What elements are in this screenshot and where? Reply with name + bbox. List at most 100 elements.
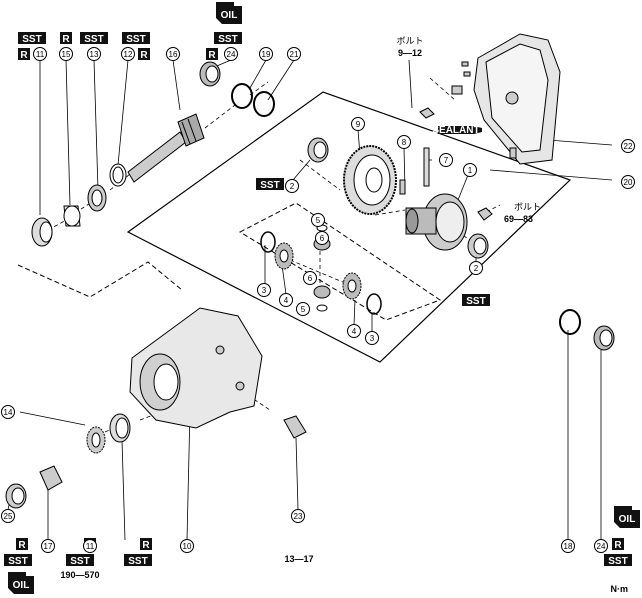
callout-circle (180, 539, 194, 553)
torque-value-plug: 190—570 (60, 570, 99, 580)
bolt-label-right: ボルト (514, 202, 541, 213)
callout-circle (365, 331, 379, 345)
part-21-ring (253, 91, 275, 117)
oil-label: OIL (13, 580, 30, 591)
tag-sst: SST (604, 554, 632, 567)
tag-r: R (16, 538, 28, 551)
part-7-pinion-shaft (423, 147, 430, 187)
callout-10: 10 (180, 539, 194, 553)
svg-text:R: R (140, 50, 148, 61)
callout-number: 19 (262, 50, 271, 59)
callout-number: 4 (284, 296, 289, 305)
torque-value-upper: 9—12 (398, 48, 422, 58)
callout-1: 1 (463, 163, 477, 177)
tag-sst: SST (256, 178, 284, 191)
callout-number: 9 (356, 120, 361, 129)
callout-number: 23 (294, 512, 303, 521)
torque-unit: N·m (611, 584, 629, 594)
tag-r: R (138, 48, 150, 61)
callout-6: 6 (315, 231, 329, 245)
svg-text:R: R (142, 540, 150, 551)
callout-number: 10 (183, 542, 192, 551)
callout-circle (224, 47, 238, 61)
part-10-carrier-housing (129, 307, 263, 429)
svg-text:SST: SST (126, 34, 145, 45)
part-9-ring-gear (343, 145, 397, 215)
callout-8: 8 (397, 135, 411, 149)
callout-circle (296, 302, 310, 316)
callout-number: 22 (624, 142, 633, 151)
callout-24: 24 (594, 539, 608, 553)
part-3-thrust-washer-right (366, 293, 382, 315)
svg-text:R: R (208, 50, 216, 61)
part-11-outer-race (109, 413, 131, 443)
callout-number: 21 (290, 50, 299, 59)
callout-number: 6 (308, 274, 313, 283)
svg-text:SST: SST (8, 556, 27, 567)
oil-can-icon: OIL (8, 572, 34, 594)
callout-circle (561, 539, 575, 553)
callout-circle (621, 139, 635, 153)
callout-23: 23 (291, 509, 305, 523)
part-1-differential-case (405, 193, 468, 251)
callout-number: 24 (597, 542, 606, 551)
callout-circle (1, 405, 15, 419)
callout-16: 16 (166, 47, 180, 61)
callout-6: 6 (303, 271, 317, 285)
svg-text:SST: SST (218, 34, 237, 45)
callout-3: 3 (257, 283, 271, 297)
callout-number: 6 (320, 234, 325, 243)
svg-text:R: R (20, 50, 28, 61)
callout-number: 3 (370, 334, 375, 343)
part-24-oil-seal-right (593, 325, 615, 351)
sealant-tube-icon: SEALANT (432, 125, 482, 136)
callout-number: 8 (402, 138, 407, 147)
callout-25: 25 (1, 509, 15, 523)
callout-4: 4 (279, 293, 293, 307)
part-2-side-bearing (307, 137, 329, 163)
tag-sst: SST (18, 32, 46, 45)
part-11-bearing (31, 217, 53, 247)
torque-value-right: 69—83 (504, 214, 533, 224)
callout-circle (87, 47, 101, 61)
callout-circle (621, 175, 635, 189)
part-24-oil-seal (199, 61, 221, 87)
svg-text:SST: SST (70, 556, 89, 567)
callout-22: 22 (621, 139, 635, 153)
callout-18: 18 (561, 539, 575, 553)
callout-number: 14 (4, 408, 13, 417)
callout-24: 24 (224, 47, 238, 61)
tag-sst: SST (80, 32, 108, 45)
part-6-pinion-gear (313, 237, 331, 299)
callout-14: 14 (1, 405, 15, 419)
callout-circle (83, 539, 97, 553)
part-12-ring (109, 163, 127, 187)
pinion-gear-group-frame (238, 202, 442, 321)
svg-text:SST: SST (22, 34, 41, 45)
tag-sst: SST (462, 294, 490, 307)
svg-text:SST: SST (608, 556, 627, 567)
callout-21: 21 (287, 47, 301, 61)
tag-sst: SST (214, 32, 242, 45)
callout-number: 20 (624, 178, 633, 187)
callout-circle (397, 135, 411, 149)
svg-text:R: R (18, 540, 26, 551)
oil-can-icon: OIL (614, 506, 640, 528)
callout-3: 3 (365, 331, 379, 345)
cover-leader-line (489, 169, 613, 181)
callout-number: 15 (62, 50, 71, 59)
callout-circle (315, 231, 329, 245)
differential-assembly-frame (126, 91, 572, 363)
callout-20: 20 (621, 175, 635, 189)
tag-r: R (612, 538, 624, 551)
callout-7: 7 (439, 153, 453, 167)
callout-circle (1, 509, 15, 523)
part-18-shim (559, 309, 581, 335)
callout-5: 5 (311, 213, 325, 227)
callout-circle (347, 324, 361, 338)
callout-number: 1 (468, 166, 473, 175)
torque-value-sensor: 13—17 (284, 554, 313, 564)
svg-text:R: R (614, 540, 622, 551)
callout-2: 2 (469, 261, 483, 275)
callout-17: 17 (41, 539, 55, 553)
